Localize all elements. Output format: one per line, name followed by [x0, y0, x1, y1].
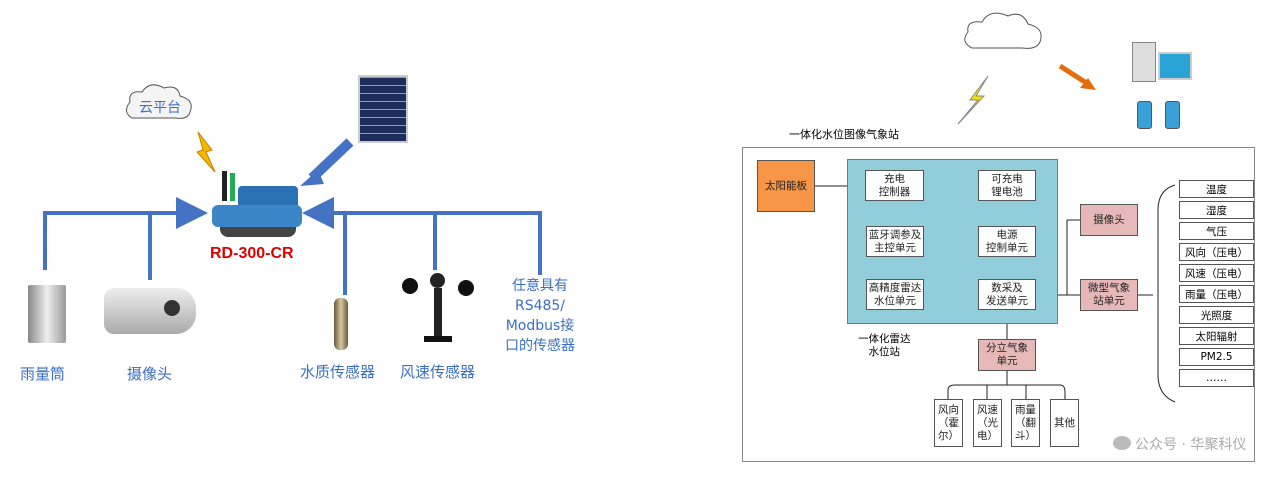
cloud-icon	[126, 84, 192, 119]
text-line: Modbus接	[505, 318, 575, 334]
rainfall-box: 雨量（翻斗）	[1011, 399, 1040, 447]
wind-direction-box: 风向（霍尔）	[934, 399, 963, 447]
list-item: 雨量（压电）	[1179, 285, 1254, 303]
other-box: 其他	[1050, 399, 1079, 447]
discrete-weather-box: 分立气象单元	[978, 339, 1036, 371]
solar-panel-box: 太阳能板	[757, 160, 815, 212]
list-item: 风向（压电）	[1179, 243, 1254, 261]
cloud-icon	[964, 12, 1042, 49]
radar-station-caption: 一体化雷达水位站	[858, 333, 911, 358]
rain-gauge-label: 雨量筒	[20, 365, 66, 383]
radar-water-level-box: 高精度雷达水位单元	[866, 279, 924, 310]
list-item: 湿度	[1179, 201, 1254, 219]
camera-box: 摄像头	[1080, 204, 1138, 236]
outer-frame	[742, 147, 1255, 462]
list-item: 太阳辐射	[1179, 327, 1254, 345]
arrow-icon	[1080, 78, 1096, 90]
list-item: 气压	[1179, 222, 1254, 240]
rain-gauge-image	[28, 285, 66, 343]
text-line: 口的传感器	[505, 338, 575, 354]
micro-weather-box: 微型气象站单元	[1080, 279, 1138, 311]
cloud-platform-label: 云平台	[139, 100, 181, 116]
bluetooth-main-control-box: 蓝牙调参及主控单元	[866, 226, 924, 257]
text-line: 任意具有	[512, 278, 568, 294]
lightning-icon	[957, 75, 989, 125]
server-icon	[1132, 42, 1156, 82]
anemometer-image	[402, 273, 474, 344]
water-quality-label: 水质传感器	[300, 363, 376, 381]
battery-box: 可充电锂电池	[978, 170, 1036, 201]
monitor-icon	[1158, 52, 1192, 80]
device-image	[212, 171, 302, 241]
phone-icon	[1165, 101, 1180, 129]
wind-speed-box: 风速（光电）	[973, 399, 1002, 447]
data-acquisition-box: 数采及发送单元	[978, 279, 1036, 310]
any-sensor-label: 任意具有 RS485/Modbus接口的传感器	[495, 276, 585, 356]
list-item: 风速（压电）	[1179, 264, 1254, 282]
solar-panel-image	[358, 75, 408, 143]
camera-label: 摄像头	[127, 365, 173, 383]
phone-icon	[1137, 101, 1152, 129]
list-item: PM2.5	[1179, 348, 1254, 366]
list-item: 光照度	[1179, 306, 1254, 324]
device-model-label: RD-300-CR	[210, 245, 294, 262]
text-line: RS485/	[514, 298, 566, 314]
camera-image	[104, 288, 196, 334]
wind-speed-label: 风速传感器	[400, 363, 476, 381]
water-quality-sensor-image	[334, 298, 348, 350]
charge-controller-box: 充电控制器	[865, 170, 924, 201]
power-control-box: 电源控制单元	[978, 226, 1036, 257]
list-item: 温度	[1179, 180, 1254, 198]
lightning-icon	[196, 131, 216, 173]
watermark: 公众号 · 华聚科仪	[1135, 437, 1247, 453]
diagram-title: 一体化水位图像气象站	[789, 128, 899, 141]
wechat-icon	[1113, 436, 1131, 450]
list-item: ……	[1179, 369, 1254, 387]
